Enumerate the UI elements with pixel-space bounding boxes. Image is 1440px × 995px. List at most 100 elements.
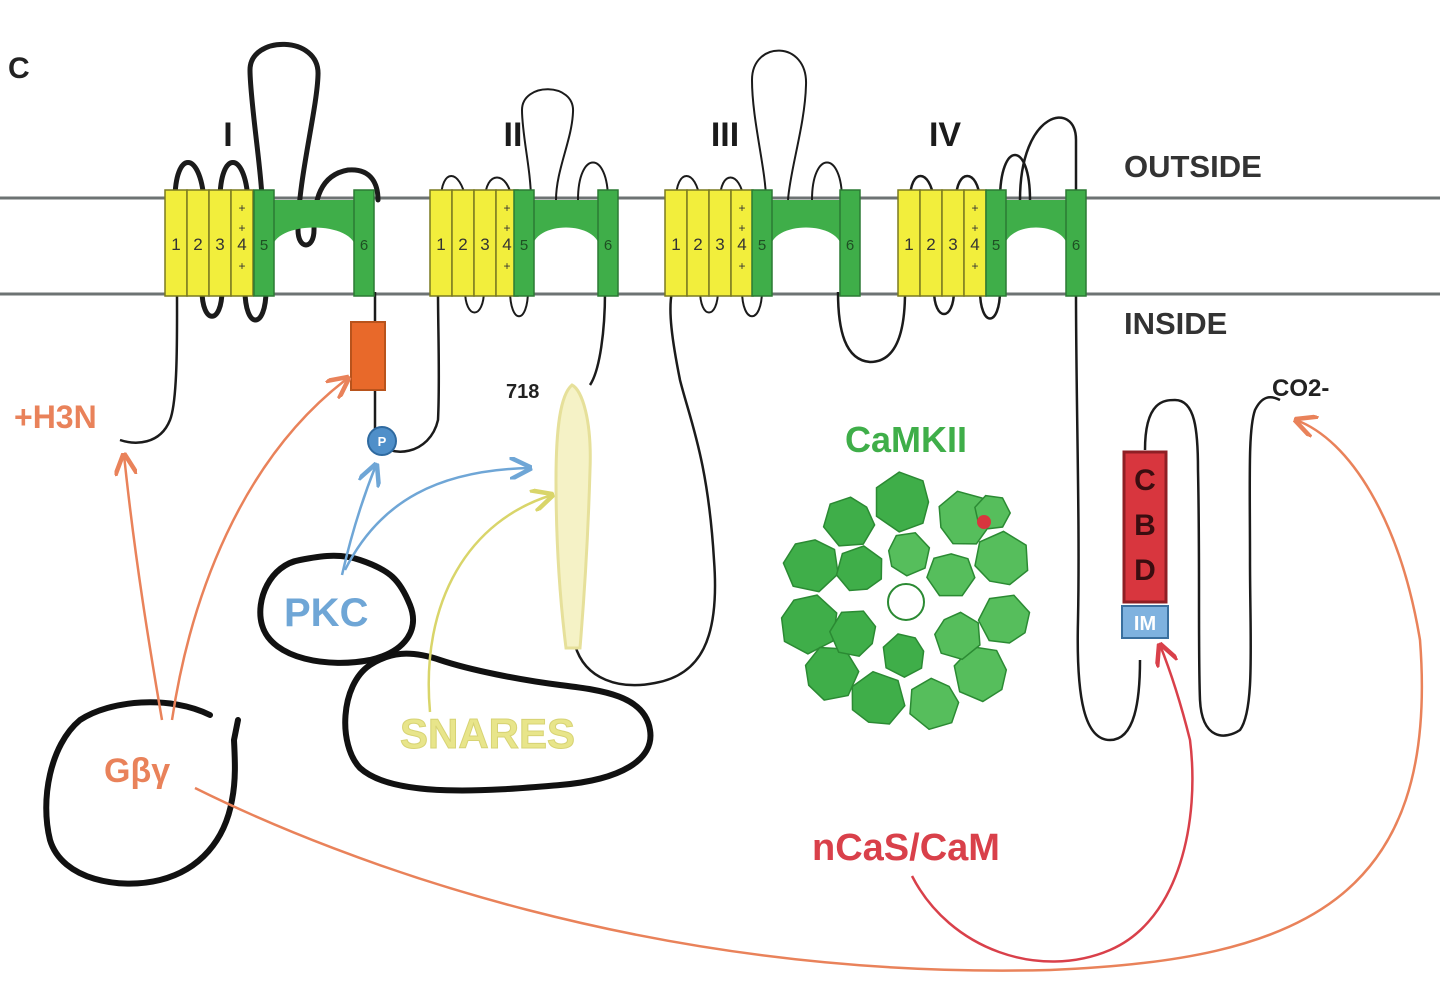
- orange-interaction-box: [350, 321, 386, 391]
- phospho-site: [367, 426, 397, 456]
- helix-s6-label: 6: [604, 237, 612, 254]
- helix-s1-label: 1: [171, 235, 180, 254]
- panel-label: C: [8, 52, 30, 85]
- helix-s6-label: 6: [360, 237, 368, 254]
- pore-loop: [756, 200, 856, 250]
- helix-s5-label: 5: [520, 237, 528, 254]
- camkii-subunit: [875, 471, 930, 533]
- helix-s3-label: 3: [215, 235, 224, 254]
- helix-s4-label: 4: [237, 235, 246, 254]
- helix-s5: [513, 189, 535, 297]
- helix-s5-label: 5: [992, 237, 1000, 254]
- camkii-subunit: [926, 553, 976, 597]
- snares-label: SNARES: [400, 710, 575, 757]
- domain-ii-label: II: [504, 116, 523, 154]
- iii-iv-linker: [836, 291, 907, 364]
- helix-s2-label: 2: [193, 235, 202, 254]
- pkc-to-phospho-arrow: [340, 465, 376, 576]
- helix-s4-label: 4: [970, 235, 979, 254]
- camkii-subunit: [933, 611, 981, 661]
- charge-mark: +: [238, 201, 245, 215]
- pkc-to-synprint-arrow: [343, 468, 530, 571]
- domain-i-label: I: [223, 116, 232, 154]
- helix-s3-label: 3: [480, 235, 489, 254]
- helix-s5: [985, 189, 1007, 297]
- pore-loop: [990, 200, 1082, 250]
- gbg-to-orange-box-arrow: [170, 378, 348, 721]
- camkii-subunit: [882, 633, 925, 679]
- charge-mark: +: [971, 221, 978, 235]
- helix-s3-label: 3: [948, 235, 957, 254]
- gbg-outline: [43, 699, 241, 887]
- helix-s6: [839, 189, 861, 297]
- camkii-subunit: [828, 610, 877, 658]
- helix-s6: [353, 189, 375, 297]
- im-label: IM: [1134, 613, 1156, 635]
- pkc-arrows: [340, 465, 530, 576]
- domain-iv-label: IV: [929, 116, 961, 154]
- helix-s4-label: 4: [737, 235, 746, 254]
- camkii-subunit: [782, 539, 839, 593]
- gbg-to-cterm-arrow: [194, 420, 1424, 972]
- helix-s5-label: 5: [260, 237, 268, 254]
- helix-s4-label: 4: [502, 235, 511, 254]
- helix-s5-label: 5: [758, 237, 766, 254]
- helix-s4: [230, 189, 254, 297]
- im-box: [1121, 605, 1169, 639]
- cbd-box: [1122, 450, 1168, 604]
- camkii-subunit: [804, 646, 860, 701]
- helix-s6-label: 6: [846, 237, 854, 254]
- ncas-label: nCaS/CaM: [812, 827, 1000, 869]
- ncas-to-im-arrow: [910, 645, 1194, 963]
- domain-i-loops: [172, 41, 381, 323]
- camkii-subunit: [977, 594, 1031, 644]
- pkc-outline: [257, 552, 417, 666]
- helix-s6: [597, 189, 619, 297]
- charge-mark: +: [238, 259, 245, 273]
- helix-s2-label: 2: [926, 235, 935, 254]
- camkii-red-site: [977, 515, 991, 529]
- helix-s1-label: 1: [904, 235, 913, 254]
- camkii-subunit: [909, 677, 960, 731]
- helix-s2-label: 2: [693, 235, 702, 254]
- charge-mark: +: [738, 201, 745, 215]
- snares-to-synprint-arrow: [427, 495, 552, 713]
- c-terminal-tail: [1074, 291, 1281, 742]
- cbd-letter-c: C: [1134, 464, 1156, 497]
- helix-s6: [1065, 189, 1087, 297]
- c-terminus-label: CO2-: [1272, 375, 1329, 402]
- helix-s5: [751, 189, 773, 297]
- n-terminal-tail: [119, 291, 179, 444]
- camkii-subunit: [780, 594, 838, 655]
- n-terminus-label: +H3N: [14, 399, 97, 435]
- pore-loop: [258, 200, 370, 250]
- charge-mark: +: [503, 259, 510, 273]
- linkers: [119, 291, 1281, 742]
- pore-loop: [518, 200, 614, 250]
- pkc-label: PKC: [284, 591, 368, 635]
- cbd-letter-b: B: [1134, 509, 1156, 542]
- inside-label: INSIDE: [1124, 306, 1227, 341]
- camkii-subunit: [974, 530, 1029, 586]
- charge-mark: +: [738, 221, 745, 235]
- helix-s1-label: 1: [671, 235, 680, 254]
- gbg-to-nterm-arrow: [124, 455, 164, 721]
- charge-mark: +: [738, 259, 745, 273]
- snares-outline: [342, 650, 654, 794]
- charge-mark: +: [971, 259, 978, 273]
- charge-mark: +: [503, 221, 510, 235]
- outside-label: OUTSIDE: [1124, 149, 1262, 184]
- ii-iii-linker: [573, 291, 717, 687]
- helix-s6-label: 6: [1072, 237, 1080, 254]
- gbg-arrows: [124, 378, 1424, 972]
- domain-iii-label: III: [711, 116, 739, 154]
- camkii-center-hole: [887, 583, 925, 621]
- phospho-label: P: [378, 434, 387, 449]
- helix-s2-label: 2: [458, 235, 467, 254]
- camkii-subunit: [851, 670, 906, 725]
